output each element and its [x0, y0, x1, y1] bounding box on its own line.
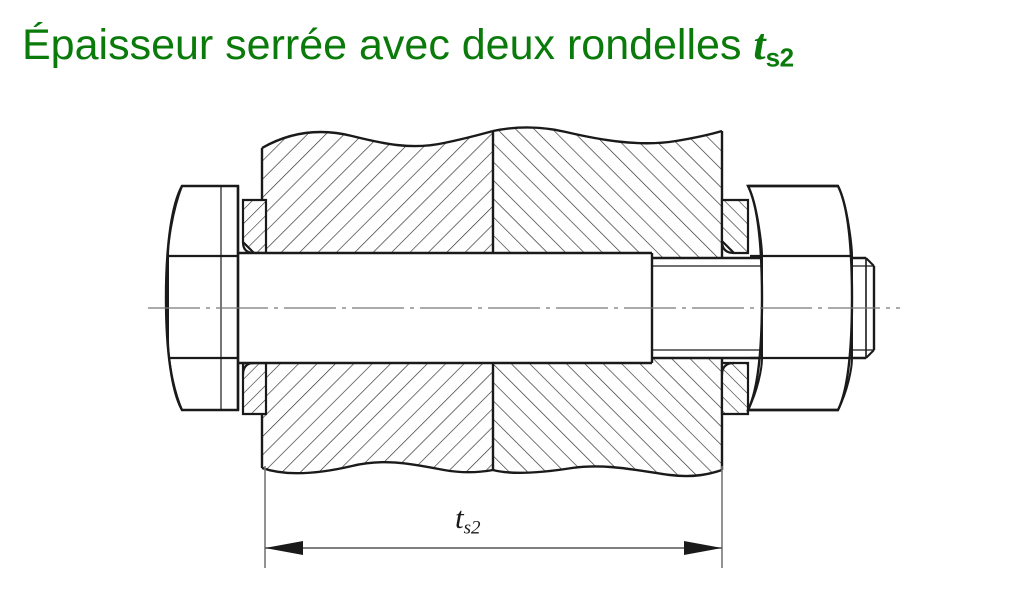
arrow-right — [684, 541, 722, 555]
upper-plate-right — [491, 126, 724, 262]
title-text: Épaisseur serrée avec deux rondelles — [22, 21, 754, 69]
title-symbol-base: t — [753, 20, 766, 69]
break-line-lower-right — [492, 465, 723, 478]
lower-plate-left — [260, 354, 494, 475]
break-line-lower-left — [261, 461, 494, 475]
arrow-left — [265, 541, 303, 555]
hex-nut — [746, 184, 854, 412]
title-symbol: ts2 — [753, 20, 794, 73]
dimension-ts2 — [264, 466, 723, 568]
dimension-label: ts2 — [455, 500, 481, 539]
dimension-label-base: t — [455, 500, 464, 535]
title-symbol-subscript: s2 — [765, 42, 794, 73]
hex-bolt-head — [164, 184, 240, 412]
page-title: Épaisseur serrée avec deux rondelles ts2 — [22, 16, 1012, 76]
upper-plate-left — [260, 129, 494, 262]
lower-plate-right — [491, 354, 724, 478]
right-washer — [720, 198, 750, 416]
left-washer — [241, 198, 268, 416]
dimension-label-subscript: s2 — [463, 517, 481, 539]
break-line-upper-right — [492, 126, 723, 145]
break-line-upper-left — [261, 129, 494, 150]
